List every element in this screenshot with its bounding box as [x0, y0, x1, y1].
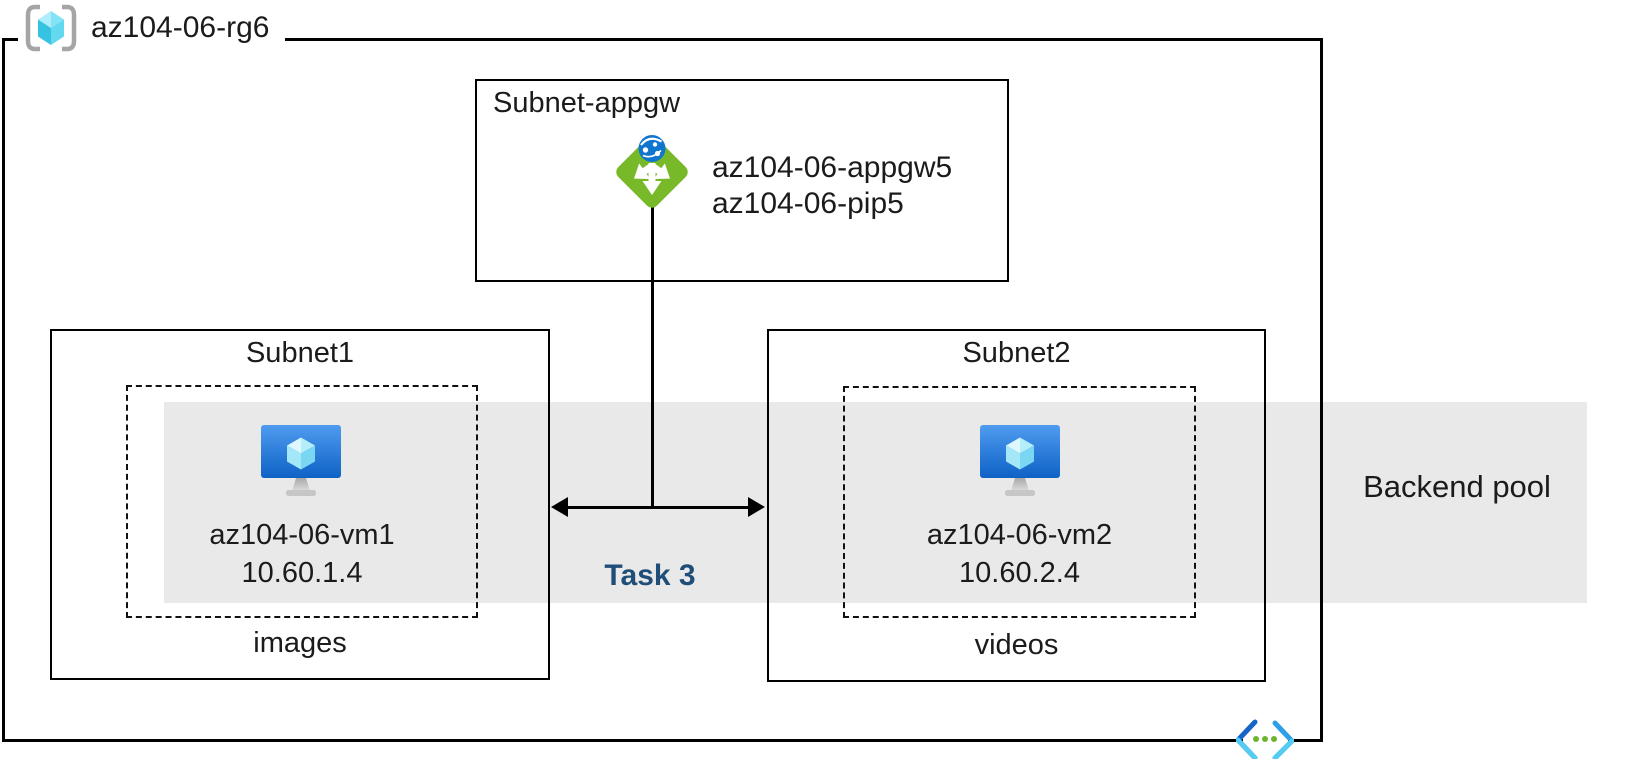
- subnet2-storage-label: videos: [974, 629, 1059, 661]
- resource-group-box: [2, 38, 1323, 742]
- virtual-machine-icon: [980, 425, 1060, 496]
- subnet1-vm-group-box: [126, 385, 478, 618]
- arrowhead-left-icon: [551, 496, 568, 517]
- resource-group-name: az104-06-rg6: [91, 11, 270, 44]
- subnet2-title: Subnet2: [962, 337, 1071, 369]
- subnet2-box: [767, 329, 1266, 682]
- virtual-network-icon: [1236, 719, 1294, 759]
- resource-group-header: az104-06-rg6: [18, 1, 286, 55]
- application-gateway-icon: [616, 135, 688, 208]
- subnet-appgw-title: Subnet-appgw: [493, 87, 681, 119]
- subnet2-vm-group-box: [843, 386, 1196, 618]
- subnet-arrow-line: [559, 505, 757, 509]
- public-ip-name: az104-06-pip5: [712, 187, 904, 220]
- subnet1-box: [50, 329, 550, 680]
- subnet1-title: Subnet1: [245, 337, 355, 369]
- application-gateway-name: az104-06-appgw5: [712, 151, 953, 184]
- subnet2-vm-labels: az104-06-vm2 10.60.2.4: [843, 516, 1196, 592]
- arrowhead-right-icon: [748, 496, 765, 517]
- vm2-ip: 10.60.2.4: [959, 557, 1080, 589]
- application-gateway-labels: az104-06-appgw5 az104-06-pip5: [712, 150, 952, 222]
- task-label: Task 3: [604, 559, 696, 592]
- vm1-name: az104-06-vm1: [209, 519, 395, 551]
- subnet1-vm-labels: az104-06-vm1 10.60.1.4: [126, 516, 478, 592]
- vm1-ip: 10.60.1.4: [241, 557, 363, 589]
- vm2-name: az104-06-vm2: [926, 519, 1113, 551]
- appgw-connector-line: [650, 207, 654, 507]
- subnet1-storage-label: images: [253, 627, 347, 659]
- backend-pool-label: Backend pool: [1363, 469, 1551, 504]
- resource-group-icon: [25, 4, 77, 52]
- subnet-appgw-box: [475, 79, 1009, 282]
- backend-pool-band: [164, 402, 1587, 603]
- virtual-machine-icon: [261, 425, 341, 496]
